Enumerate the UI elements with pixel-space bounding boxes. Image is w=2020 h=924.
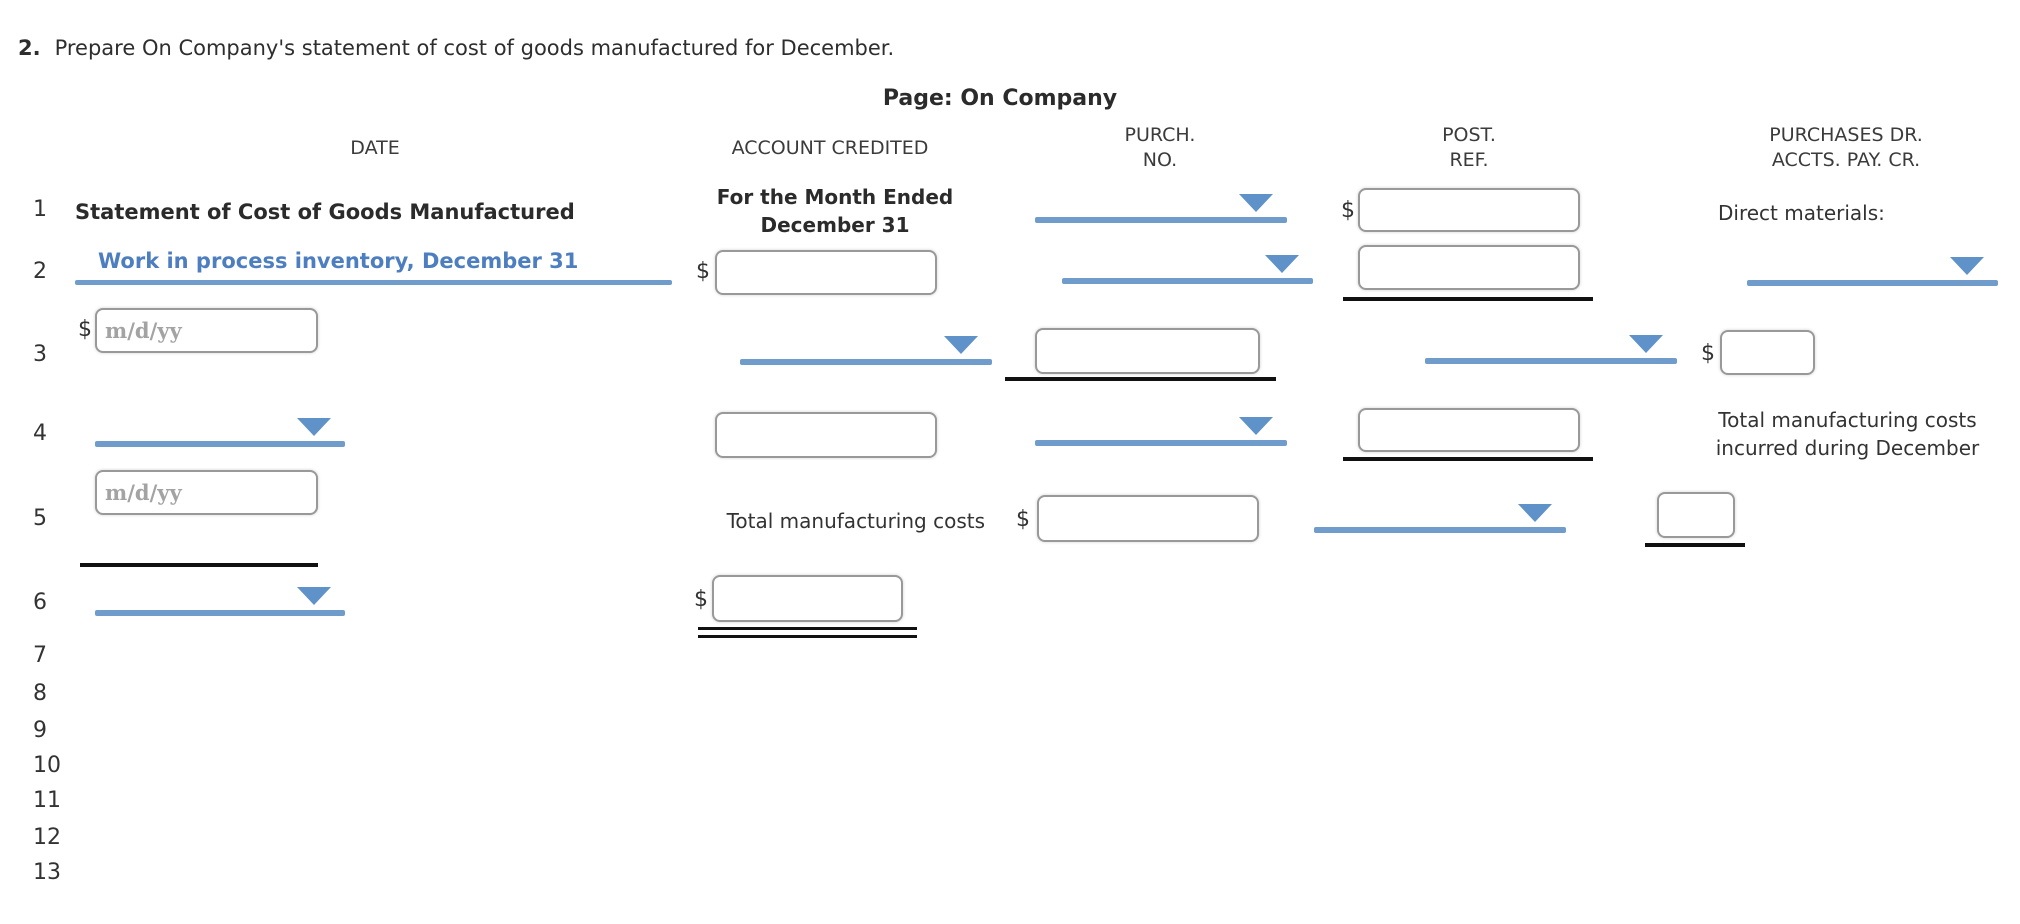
- total-mfg-costs-amount-input[interactable]: [1037, 495, 1259, 542]
- date-input-row5[interactable]: [95, 470, 318, 515]
- single-rule: [1005, 377, 1276, 381]
- problem-statement: 2. Prepare On Company's statement of cost…: [18, 36, 894, 60]
- date-select-row4[interactable]: [95, 417, 345, 447]
- row-number-7: 7: [33, 643, 47, 668]
- row-number-4: 4: [33, 421, 47, 446]
- row-number-9: 9: [33, 718, 47, 743]
- column-header-account-credited: ACCOUNT CREDITED: [731, 137, 929, 159]
- problem-number: 2.: [18, 36, 41, 60]
- column-header-purchases: PURCHASES DR. ACCTS. PAY. CR.: [1769, 124, 1923, 171]
- purchases-amount-input-row3[interactable]: [1720, 330, 1815, 375]
- purch-no-select-row4[interactable]: [1035, 416, 1287, 446]
- month-ended-heading: For the Month Ended December 31: [716, 185, 954, 237]
- row-number-12: 12: [33, 825, 61, 850]
- row-number-10: 10: [33, 753, 61, 778]
- total-incurred-label: Total manufacturing costs incurred durin…: [1715, 408, 1980, 460]
- account-credited-select-row3[interactable]: [740, 335, 992, 365]
- select-underline: [1035, 217, 1287, 223]
- chevron-down-icon: [297, 587, 331, 605]
- post-ref-input-row4[interactable]: [1358, 408, 1580, 452]
- select-underline: [1314, 527, 1566, 533]
- dollar-sign: $: [1341, 198, 1355, 223]
- row-number-3: 3: [33, 342, 47, 367]
- row-number-11: 11: [33, 788, 61, 813]
- date-input-row3[interactable]: [95, 308, 318, 353]
- column-header-post-ref: POST. REF.: [1442, 124, 1496, 171]
- single-rule: [80, 563, 318, 567]
- problem-text: Prepare On Company's statement of cost o…: [54, 36, 895, 60]
- chevron-down-icon: [1629, 335, 1663, 353]
- wip-underline: [75, 280, 672, 285]
- double-rule: [698, 627, 917, 638]
- select-underline: [95, 441, 345, 447]
- direct-materials-label: Direct materials:: [1718, 201, 1885, 225]
- column-header-date: DATE: [350, 137, 400, 159]
- select-underline: [1425, 358, 1677, 364]
- post-ref-select-row3[interactable]: [1425, 334, 1677, 364]
- chevron-down-icon: [1950, 257, 1984, 275]
- account-credited-amount-input-row6[interactable]: [712, 575, 903, 622]
- purch-no-select-row2[interactable]: [1062, 254, 1313, 284]
- purch-no-select-row1[interactable]: [1035, 193, 1287, 223]
- account-credited-input-row4[interactable]: [715, 412, 937, 458]
- chevron-down-icon: [1518, 504, 1552, 522]
- dollar-sign: $: [694, 587, 708, 612]
- purch-no-input-row3[interactable]: [1035, 328, 1260, 374]
- select-underline: [95, 610, 345, 616]
- post-ref-select-row5[interactable]: [1314, 503, 1566, 533]
- row-number-8: 8: [33, 681, 47, 706]
- wip-inventory-link[interactable]: Work in process inventory, December 31: [98, 249, 579, 273]
- chevron-down-icon: [944, 336, 978, 354]
- dollar-sign: $: [78, 317, 92, 342]
- account-credited-amount-input-row2[interactable]: [715, 250, 937, 295]
- row-number-2: 2: [33, 259, 47, 284]
- row-number-13: 13: [33, 860, 61, 885]
- post-ref-input-row1[interactable]: [1358, 188, 1580, 232]
- dollar-sign: $: [1016, 507, 1030, 532]
- single-rule: [1343, 297, 1593, 301]
- select-underline: [740, 359, 992, 365]
- purchases-amount-input-row5[interactable]: [1657, 492, 1735, 538]
- date-select-row6[interactable]: [95, 586, 345, 616]
- select-underline: [1062, 278, 1313, 284]
- select-underline: [1747, 280, 1998, 286]
- column-header-purch-no: PURCH. NO.: [1124, 124, 1196, 171]
- chevron-down-icon: [1265, 255, 1299, 273]
- page-title: Page: On Company: [882, 86, 1118, 111]
- chevron-down-icon: [1239, 194, 1273, 212]
- statement-title: Statement of Cost of Goods Manufactured: [75, 200, 575, 224]
- dollar-sign: $: [696, 259, 710, 284]
- row-number-6: 6: [33, 590, 47, 615]
- single-rule: [1645, 543, 1745, 547]
- row-number-1: 1: [33, 197, 47, 222]
- chevron-down-icon: [1239, 417, 1273, 435]
- row-number-5: 5: [33, 506, 47, 531]
- purchases-select-row2[interactable]: [1747, 256, 1998, 286]
- chevron-down-icon: [297, 418, 331, 436]
- total-mfg-costs-label: Total manufacturing costs: [726, 509, 985, 533]
- post-ref-input-row2[interactable]: [1358, 245, 1580, 290]
- dollar-sign: $: [1701, 341, 1715, 366]
- single-rule: [1343, 457, 1593, 461]
- select-underline: [1035, 440, 1287, 446]
